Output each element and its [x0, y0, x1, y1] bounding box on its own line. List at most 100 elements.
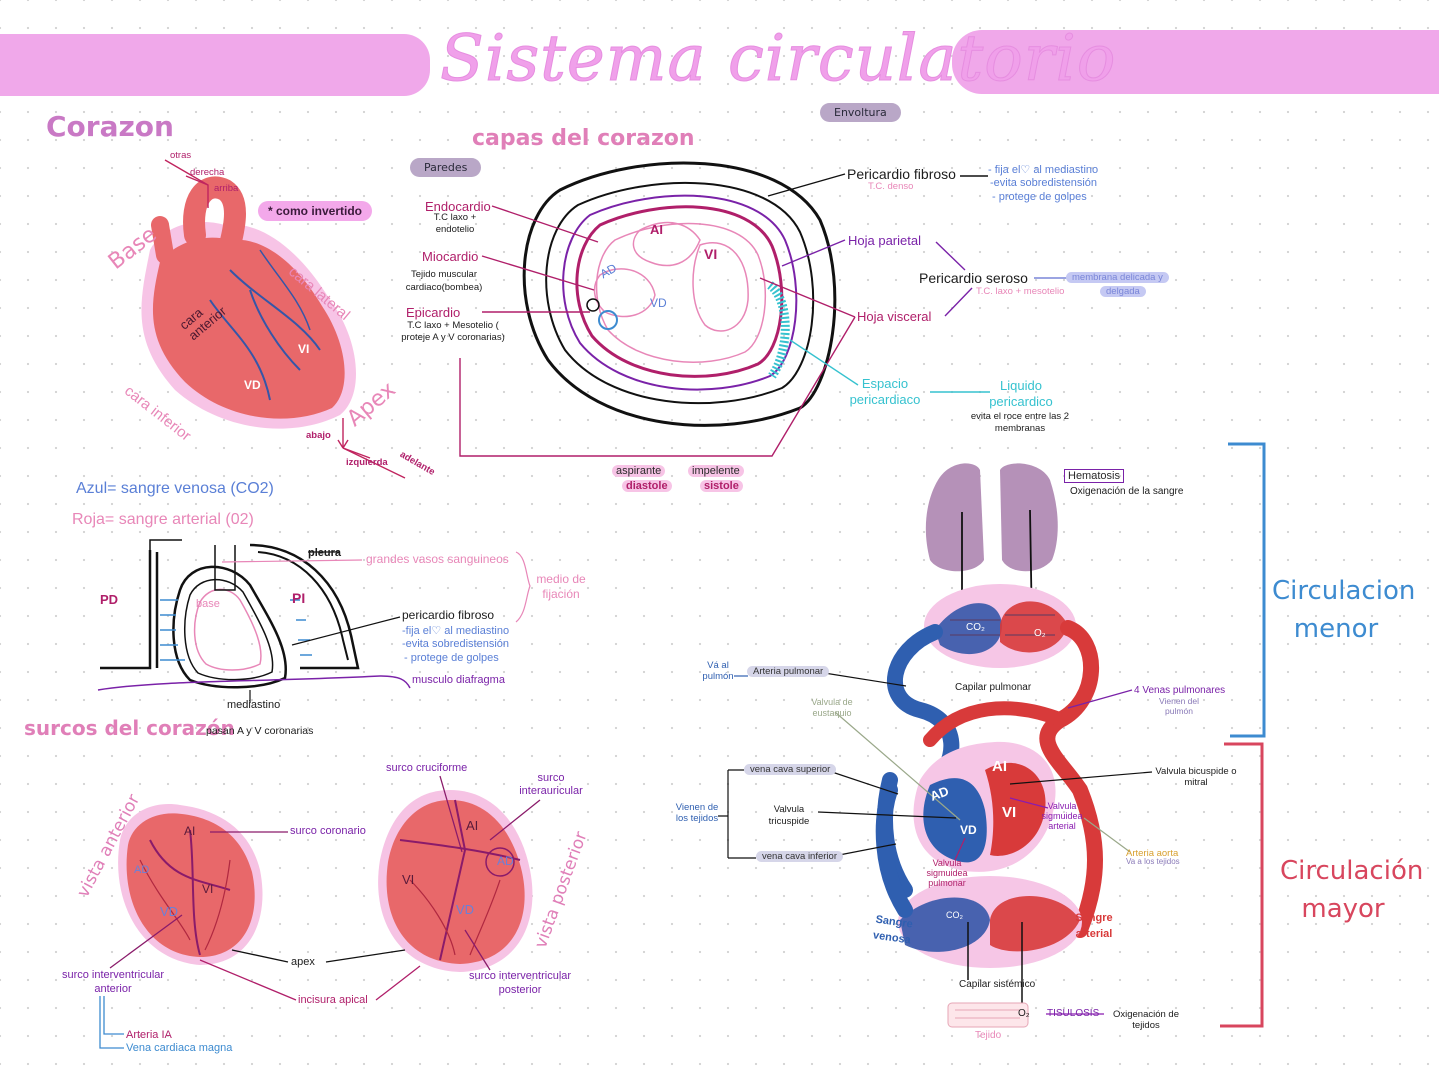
circ-vi: VI — [1002, 804, 1017, 821]
incisura-apical-label: incisura apical — [298, 994, 368, 1006]
capilar-sistemico-label: Capilar sistémico — [959, 979, 1036, 990]
espacio-pericardiaco-label: Espacio pericardiaco — [849, 376, 921, 407]
sangre-azul: Azul= sangre venosa (CO2) — [76, 480, 274, 497]
capas-vd: VD — [650, 296, 667, 310]
epicardio-desc: T.C laxo + Mesotelio ( proteje A y V cor… — [401, 320, 505, 343]
direction-arrows — [164, 159, 406, 479]
capilar-pulmonar-label: Capilar pulmonar — [955, 682, 1032, 693]
pulmonar-o2-label: O₂ — [1034, 628, 1046, 639]
impelente-label: impelente — [688, 465, 744, 477]
mediastino-drawing — [97, 539, 531, 703]
pd-label: PD — [100, 592, 119, 607]
mediastino-note-3: - protege de golpes — [404, 652, 499, 664]
dir-abajo: abajo — [306, 430, 331, 441]
fibroso-note-2: -evita sobredistensión — [990, 177, 1098, 189]
venas-pulmonares-label: 4 Venas pulmonares — [1134, 685, 1226, 696]
circulation-leader-lines — [718, 671, 1153, 1015]
vena-cardiaca-label: Vena cardiaca magna — [126, 1042, 233, 1054]
pericardio-seroso-label: Pericardio seroso — [919, 270, 1028, 286]
epicardio-label: Epicardio — [406, 305, 461, 320]
paredes-pill: Paredes — [410, 158, 482, 177]
layers-leader-lines — [459, 173, 1068, 457]
capas-vi: VI — [704, 246, 718, 262]
page-title: Sistema circulatorio — [439, 22, 1117, 97]
vena-cava-superior-label: vena cava superior — [744, 764, 837, 775]
mediastino-base-label: base — [196, 598, 220, 610]
mediastino-note-1: -fija el♡ al mediastino — [402, 625, 510, 637]
corazon-heading: Corazon — [46, 110, 174, 143]
surcos-leader-lines — [99, 775, 541, 1049]
surcos-posterior-drawing — [378, 790, 533, 972]
liquido-desc: evita el roce entre las 2 membranas — [970, 411, 1070, 434]
surcos-heading: surcos del corazón — [24, 716, 235, 740]
hoja-visceral-label: Hoja visceral — [857, 309, 932, 324]
valvula-sigmoidea-arterial-label: Valvula sigmuidea arterial — [1041, 801, 1083, 831]
surcos-post-ai: AI — [466, 818, 479, 833]
title-banner-left — [0, 34, 430, 96]
hematosis-label: Hematosis — [1064, 469, 1124, 483]
diastole-label: diastole — [622, 480, 672, 492]
heart-vd-label: VD — [244, 378, 261, 392]
surcos-ant-vd: VD — [160, 904, 179, 919]
fibroso-note-1: - fija el♡ al mediastino — [988, 164, 1099, 176]
circ-vd: VD — [960, 823, 977, 837]
surcos-post-vd: VD — [456, 902, 475, 917]
heart-vi-label: VI — [298, 342, 310, 356]
va-pulmon-label: Vá al pulmón — [702, 660, 734, 682]
surco-iv-posterior-label: surco interventricular posterior — [468, 970, 572, 996]
surcos-ant-ai: AI — [184, 824, 196, 838]
arteria-aorta-label: Arteria aorta — [1126, 848, 1179, 859]
vienen-pulmon-label: Vienen del pulmón — [1158, 696, 1200, 716]
tc-laxo-mesotelio-label: T.C. laxo + mesotelio — [976, 286, 1065, 297]
dir-izquierda: izquierda — [346, 457, 388, 468]
tejido-label: Tejido — [975, 1030, 1002, 1041]
va-tejidos-label: Va a los tejidos — [1126, 857, 1180, 866]
surcos-subtitle: pasan A y V coronarias — [206, 725, 314, 737]
valvula-tricuspide-label: Valvula tricuspide — [768, 804, 810, 827]
circulation-drawing — [875, 463, 1103, 1028]
endocardio-desc: T.C laxo + endotelio — [433, 212, 477, 235]
medio-fijacion-label: medio de fijación — [536, 572, 586, 601]
surcos-ant-ad: AD — [134, 864, 150, 876]
hoja-parietal-label: Hoja parietal — [848, 233, 921, 248]
oxigenacion-tejidos-label: Oxigenación de tejidos — [1112, 1009, 1180, 1031]
membrana-delicada-label: membrana delicada y — [1066, 272, 1169, 283]
surcos-anterior-drawing — [118, 804, 263, 965]
surcos-post-vi: VI — [402, 872, 415, 887]
surcos-post-ad: AD — [497, 854, 514, 868]
grandes-vasos-label: grandes vasos sanguineos — [366, 552, 509, 566]
valvula-sigmoidea-pulmonar-label: Valvula sigmuidea pulmonar — [926, 858, 968, 888]
valvula-bicuspide-label: Valvula bicuspide o mitral — [1155, 766, 1237, 788]
surcos-ant-vi: VI — [202, 882, 214, 896]
sangre-roja: Roja= sangre arterial (02) — [72, 511, 254, 528]
sangre-arterial-label: Sangre arterial — [1075, 912, 1113, 940]
tc-denso-label: T.C. denso — [868, 181, 914, 192]
dir-derecha: derecha — [190, 167, 225, 178]
mayor-bracket — [1220, 742, 1264, 1028]
fibroso-note-3: - protege de golpes — [992, 191, 1087, 203]
dir-otras: otras — [170, 150, 192, 161]
surcos-apex-label: apex — [291, 956, 315, 968]
mediastino-note-2: -evita sobredistensión — [402, 638, 510, 650]
sistemico-co2-label: CO₂ — [946, 910, 963, 920]
dir-arriba: arriba — [214, 183, 239, 194]
capas-heading: capas del corazon — [472, 126, 695, 151]
pulmonar-co2-label: CO₂ — [966, 622, 985, 633]
capas-ai: AI — [650, 222, 663, 237]
pleura-label: pleura — [308, 547, 342, 559]
envoltura-pill: Envoltura — [820, 103, 901, 122]
valvula-eustaquio-label: Valvula de eustaquio — [811, 697, 853, 718]
sistole-label: sistole — [700, 480, 743, 492]
surco-interauricular-label: surco interauricular — [519, 772, 583, 797]
mediastino-label: mediastino — [227, 699, 281, 711]
menor-bracket — [1228, 442, 1266, 738]
pi-label: PI — [292, 590, 306, 606]
arteria-ia-label: Arteria IA — [126, 1029, 172, 1041]
pericardio-fibroso-label: Pericardio fibroso — [847, 166, 956, 182]
delgada-label: delgada — [1100, 286, 1146, 297]
oxigenacion-sangre-label: Oxigenación de la sangre — [1070, 486, 1184, 497]
circulacion-mayor-label: Circulación mayor — [1280, 856, 1424, 924]
title-banner-right — [952, 30, 1439, 94]
tisulosis-label: TISULOSIS — [1047, 1008, 1100, 1019]
